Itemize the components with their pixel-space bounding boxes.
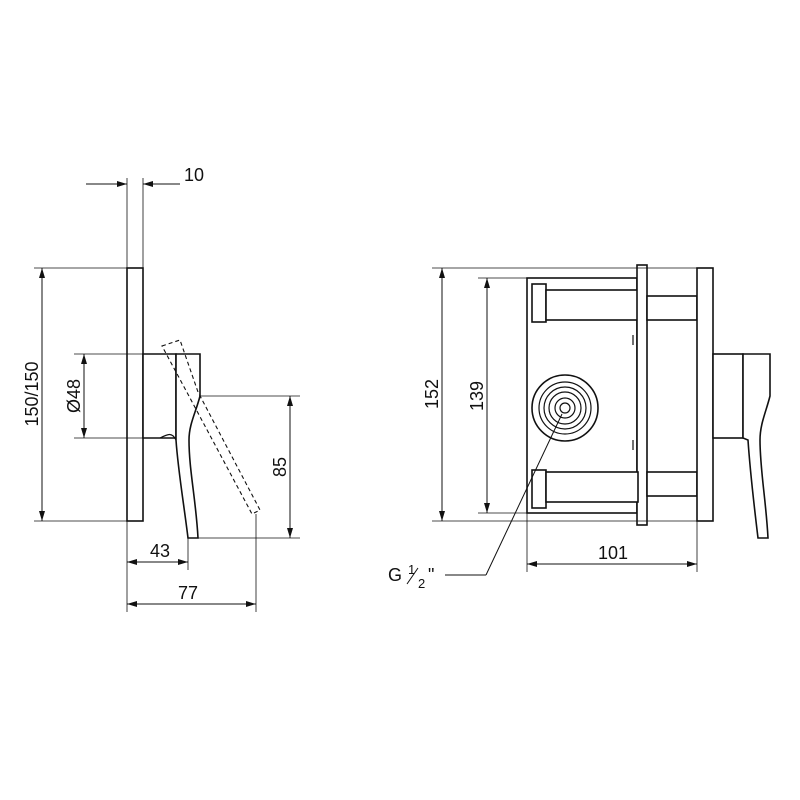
valve-body xyxy=(712,353,744,439)
wall-plate xyxy=(126,267,144,522)
thread-label: G xyxy=(388,565,402,585)
dim-plate-thickness: 10 xyxy=(184,165,204,185)
mixer-body xyxy=(142,353,177,439)
handle xyxy=(742,353,771,539)
dim-overall-depth: 77 xyxy=(178,583,198,603)
dim-body-diameter: Ø48 xyxy=(64,379,84,413)
lever xyxy=(175,353,201,539)
side-view: 10 150/150 Ø48 85 43 77 xyxy=(22,165,300,612)
inlet-fitting xyxy=(531,374,599,442)
dim-lever-height: 85 xyxy=(270,457,290,477)
dim-body-depth: 43 xyxy=(150,541,170,561)
box-view: G 1 2 " 152 139 101 xyxy=(388,264,771,591)
cover-plate xyxy=(696,267,714,522)
dim-plate-height: 150/150 xyxy=(22,361,42,426)
dim-box-height-outer: 152 xyxy=(422,379,442,409)
thread-denominator: 2 xyxy=(418,576,425,591)
dim-box-depth: 101 xyxy=(598,543,628,563)
dim-box-height-inner: 139 xyxy=(467,381,487,411)
thread-suffix: " xyxy=(428,565,434,585)
thread-numerator: 1 xyxy=(408,562,415,577)
